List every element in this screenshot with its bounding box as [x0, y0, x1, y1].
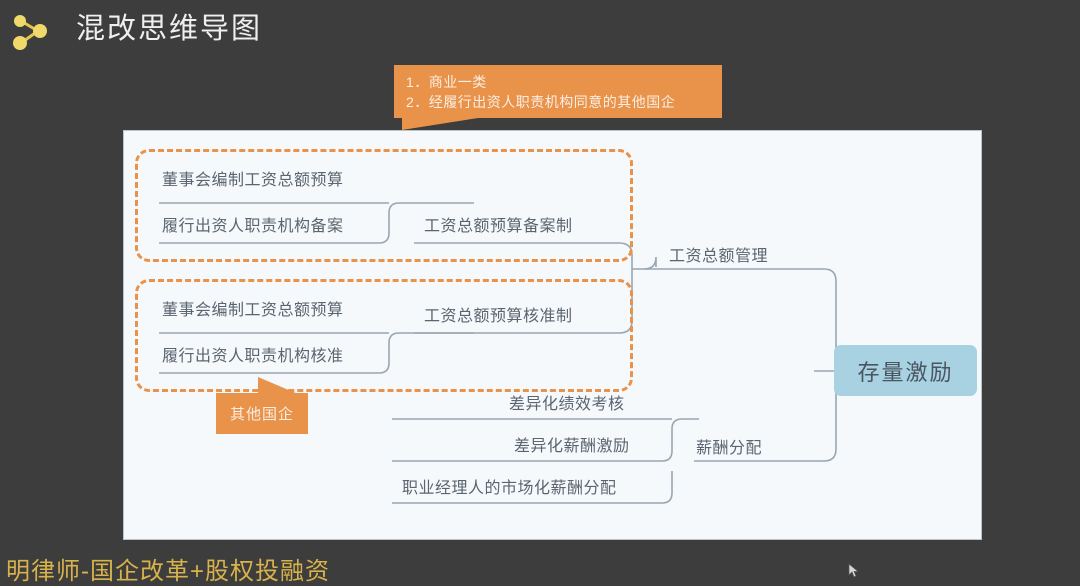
node-differentiated-incentive[interactable]: 差异化薪酬激励 [514, 438, 630, 455]
callout-other-tail [258, 377, 298, 394]
callout-line-1: 1．商业一类 [406, 74, 487, 90]
node-differentiated-performance[interactable]: 差异化绩效考核 [509, 396, 625, 413]
node-total-wage-management[interactable]: 工资总额管理 [669, 248, 769, 265]
page-title: 混改思维导图 [76, 13, 263, 45]
dashed-group-filing-system [135, 149, 633, 262]
root-node-stock-incentive[interactable]: 存量激励 [834, 345, 977, 396]
dashed-group-approval-system [135, 279, 633, 392]
footer-watermark: 明律师-国企改革+股权投融资 [6, 558, 331, 585]
node-investor-filing[interactable]: 履行出资人职责机构备案 [162, 218, 344, 235]
node-budget-approval-system[interactable]: 工资总额预算核准制 [424, 308, 573, 325]
app-header: 混改思维导图 [0, 0, 1080, 60]
mindmap-canvas-inner: 董事会编制工资总额预算 履行出资人职责机构备案 工资总额预算备案制 董事会编制工… [124, 131, 981, 539]
node-professional-manager-pay[interactable]: 职业经理人的市场化薪酬分配 [402, 480, 617, 497]
mouse-cursor-icon [848, 563, 860, 579]
mindmap-canvas[interactable]: 董事会编制工资总额预算 履行出资人职责机构备案 工资总额预算备案制 董事会编制工… [123, 130, 982, 540]
callout-other-soe: 其他国企 [216, 377, 308, 434]
callout-business-category: 1．商业一类 2．经履行出资人职责机构同意的其他国企 [394, 65, 722, 130]
node-compensation-allocation[interactable]: 薪酬分配 [696, 440, 763, 457]
node-investor-approval[interactable]: 履行出资人职责机构核准 [162, 348, 344, 365]
callout-line-2: 2．经履行出资人职责机构同意的其他国企 [406, 94, 676, 110]
node-budget-filing-system[interactable]: 工资总额预算备案制 [424, 218, 573, 235]
share-nodes-icon [8, 10, 54, 54]
node-board-budget-1[interactable]: 董事会编制工资总额预算 [162, 172, 344, 189]
callout-tail [402, 118, 478, 130]
callout-other-label: 其他国企 [229, 406, 294, 423]
node-board-budget-2[interactable]: 董事会编制工资总额预算 [162, 302, 344, 319]
